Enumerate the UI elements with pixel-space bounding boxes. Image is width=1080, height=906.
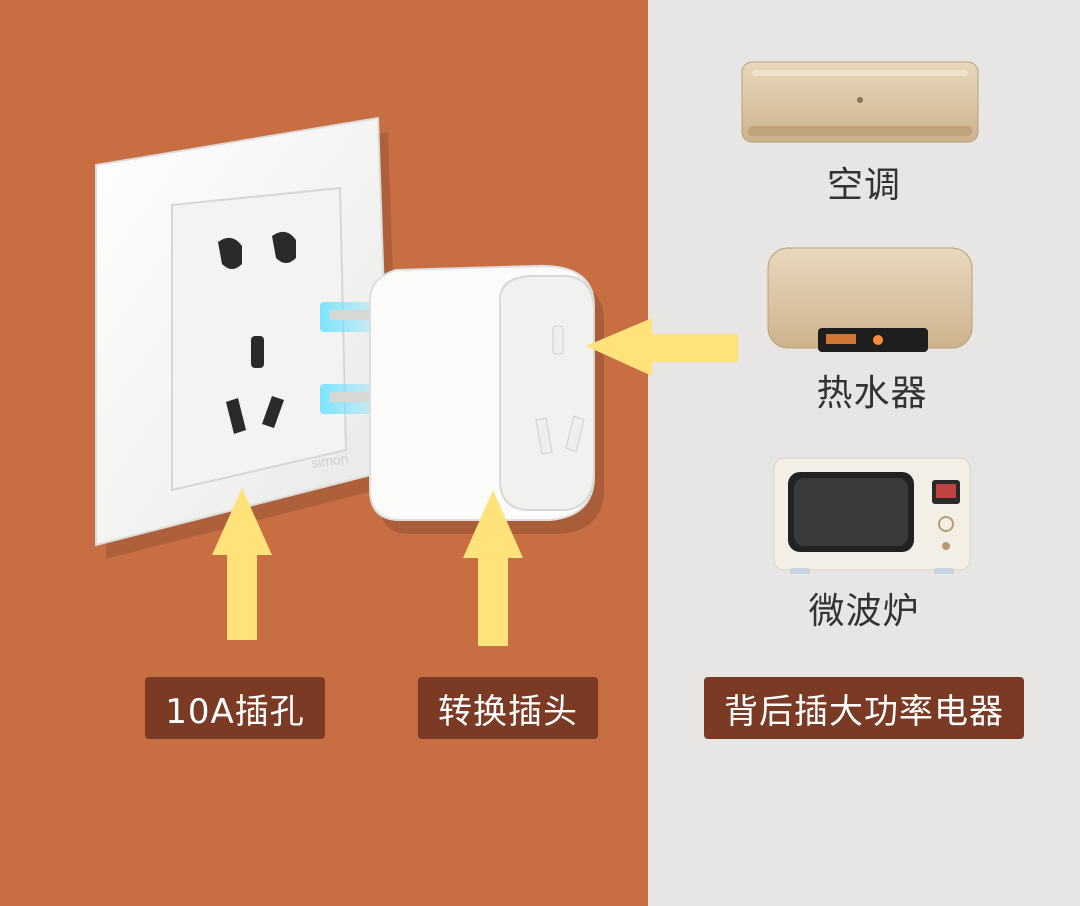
wall-socket: simon (95, 116, 400, 559)
socket-hole-icon (251, 336, 264, 368)
caption-appliances: 背后插大功率电器 (704, 677, 1024, 739)
water-heater-icon (767, 247, 973, 352)
arrow-up-icon (463, 490, 523, 646)
conversion-adapter (369, 264, 604, 534)
appliance-label-water-heater: 热水器 (816, 373, 928, 414)
socket-hole-icon (262, 396, 284, 428)
appliance-label-microwave: 微波炉 (808, 591, 920, 632)
right-panel (648, 0, 1080, 906)
air-conditioner-icon (741, 61, 979, 143)
socket-brand-mark: simon (310, 450, 349, 471)
socket-hole-icon (272, 231, 296, 263)
caption-adapter: 转换插头 (418, 677, 598, 739)
socket-hole-icon (226, 398, 246, 434)
appliance-label-air-conditioner: 空调 (826, 165, 901, 206)
microwave-icon (773, 457, 971, 574)
socket-hole-icon (218, 237, 242, 269)
arrow-left-icon (586, 318, 738, 376)
arrow-up-icon (212, 488, 272, 640)
caption-socket: 10A插孔 (145, 677, 325, 739)
